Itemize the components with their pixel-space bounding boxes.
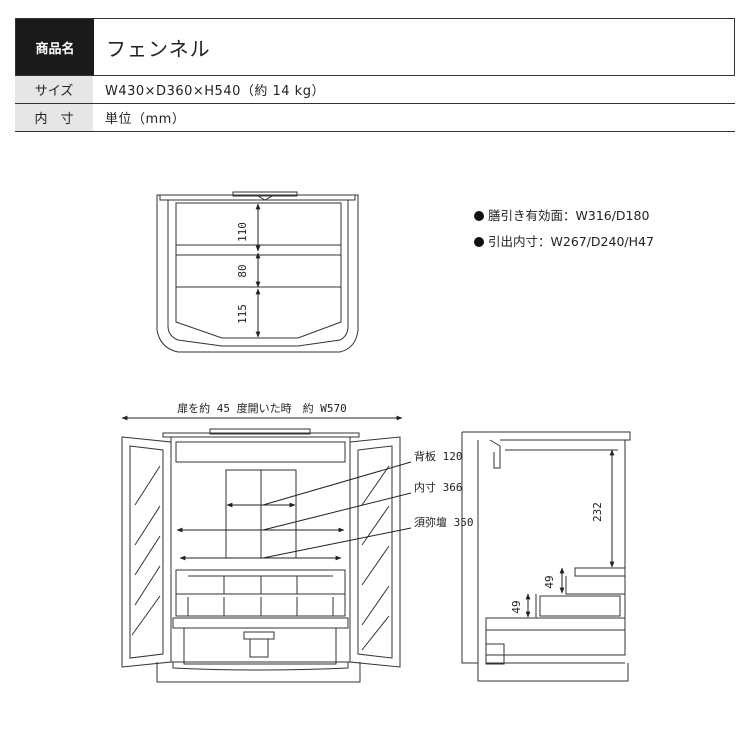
product-name-value: フェンネル (94, 19, 735, 75)
top-dim-80: 80 (236, 264, 249, 277)
callout-altar: 須弥壇 350 (414, 515, 474, 529)
product-name-label: 商品名 (15, 19, 94, 75)
front-view-dimension-lines (176, 461, 412, 561)
bullet-dot-icon (474, 237, 484, 247)
note-tray-surface: 膳引き有効面：W316/D180 (474, 203, 654, 229)
callout-back-board: 背板 120 (414, 449, 463, 463)
front-view (121, 428, 401, 683)
spec-table: 商品名 フェンネル サイズ W430×D360×H540（約 14 kg） 内 … (15, 18, 735, 132)
spec-notes: 膳引き有効面：W316/D180 引出内寸：W267/D240/H47 (474, 203, 654, 255)
top-dim-115: 115 (236, 304, 249, 324)
product-name-row: 商品名 フェンネル (15, 19, 735, 76)
callout-inner-size: 内寸 366 (414, 480, 463, 494)
inner-size-row: 内 寸 単位（mm） (15, 104, 735, 132)
note-drawer-inner: 引出内寸：W267/D240/H47 (474, 229, 654, 255)
side-view (461, 431, 631, 682)
side-dim-232: 232 (591, 502, 604, 522)
inner-size-value: 単位（mm） (105, 112, 186, 127)
size-row: サイズ W430×D360×H540（約 14 kg） (15, 76, 735, 104)
size-value: W430×D360×H540（約 14 kg） (105, 84, 325, 99)
side-view-dimension-lines (525, 449, 615, 618)
inner-size-label: 内 寸 (15, 104, 93, 131)
top-dim-110: 110 (236, 222, 249, 242)
side-dim-49-upper: 49 (543, 575, 556, 588)
note-tray-surface-text: 膳引き有効面：W316/D180 (488, 208, 650, 223)
open-width-label: 扉を約 45 度開いた時 約 W570 (177, 401, 347, 415)
note-drawer-inner-text: 引出内寸：W267/D240/H47 (488, 234, 654, 249)
side-dim-49-lower: 49 (510, 600, 523, 613)
bullet-dot-icon (474, 211, 484, 221)
size-label: サイズ (15, 76, 93, 103)
